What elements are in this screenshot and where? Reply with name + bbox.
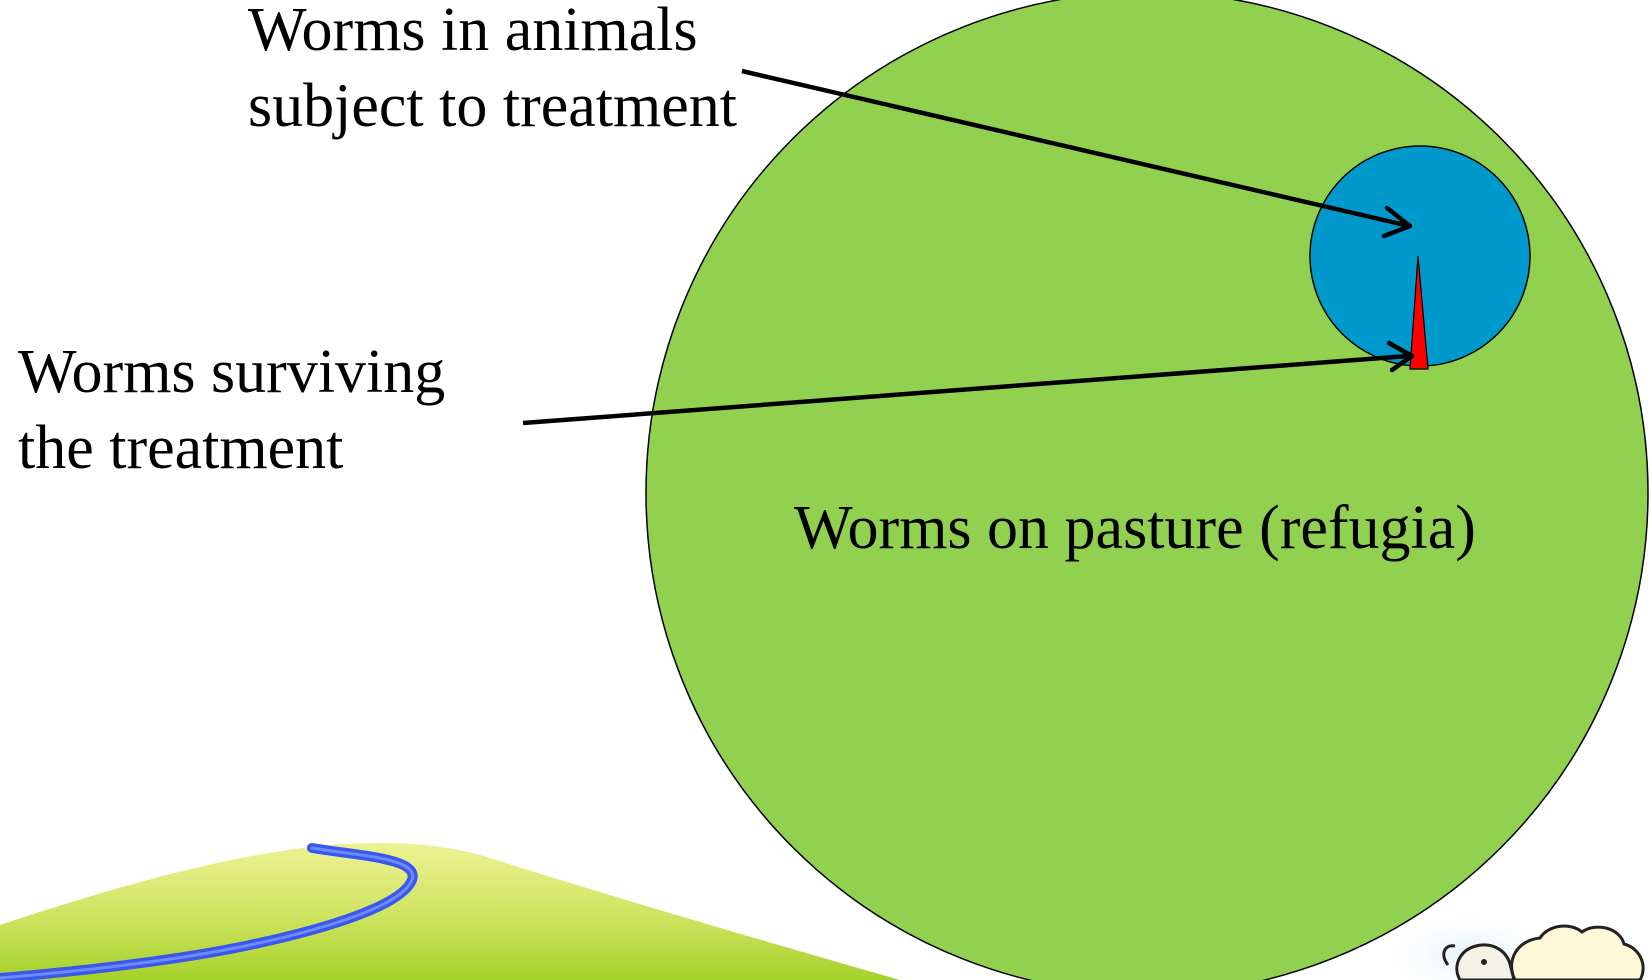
worms-surviving-label: Worms surviving the treatment	[18, 334, 445, 486]
worms-in-animals-label: Worms in animals subject to treatment	[248, 0, 737, 144]
worms-on-pasture-label: Worms on pasture (refugia)	[794, 490, 1476, 566]
worms-surviving-line-2: the treatment	[18, 410, 445, 486]
worms-in-animals-line-1: Worms in animals	[248, 0, 737, 68]
sheep-icon	[1378, 910, 1643, 980]
worms-in-animals-line-2: subject to treatment	[248, 68, 737, 144]
worms-surviving-line-1: Worms surviving	[18, 334, 445, 410]
